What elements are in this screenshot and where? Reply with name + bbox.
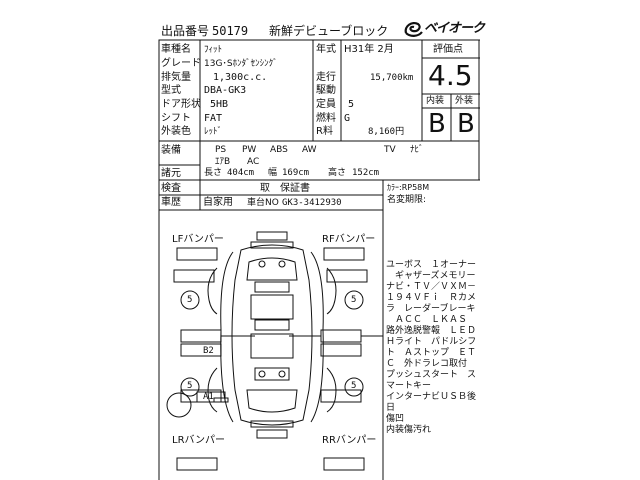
equip-abs: ABS xyxy=(270,145,288,155)
height-value: 152cm xyxy=(352,168,380,178)
tire-rf-circle xyxy=(345,291,363,309)
spec-value-displacement: 1,300c.c. xyxy=(213,72,268,83)
car-damage-diagram xyxy=(159,210,383,480)
width-value: 169cm xyxy=(282,168,310,178)
fuel-value: G xyxy=(344,113,351,124)
height-label: 高さ xyxy=(328,168,347,178)
equip-ps: PS xyxy=(215,145,227,155)
equip-ac: AC xyxy=(247,157,260,167)
tire-lr-circle xyxy=(181,378,199,396)
tax-value: 8,160円 xyxy=(368,127,405,137)
rating-score: 4.5 xyxy=(428,59,473,92)
fuel-label: 燃料 xyxy=(316,113,336,124)
logo-text: ベイオーク xyxy=(424,21,485,36)
lr-bumper-box xyxy=(177,458,217,470)
company-logo: ベイオーク xyxy=(402,18,485,40)
dimensions-label: 諸元 xyxy=(161,168,181,179)
rf-bumper-label: RFバンパー xyxy=(322,234,376,245)
chassis-label: 車台NO xyxy=(247,198,279,208)
history-value: 自家用 xyxy=(203,197,233,208)
interior-label: 内装 xyxy=(426,96,445,106)
mileage-value: 15,700km xyxy=(370,73,414,83)
spec-label-type: 型式 xyxy=(161,85,181,96)
chassis-value: GK3-3412930 xyxy=(282,198,342,208)
width-label: 幅 xyxy=(268,168,278,178)
tire-lf-circle xyxy=(181,291,199,309)
drive-label: 駆動 xyxy=(316,85,336,96)
spec-label-model: 車種名 xyxy=(161,44,191,55)
capacity-value: 5 xyxy=(348,99,355,110)
equip-airbag: ｴｱB xyxy=(215,157,231,167)
damage-circle-mark xyxy=(167,393,191,417)
damage-mark-b2: B2 xyxy=(203,346,214,356)
exterior-label: 外装 xyxy=(455,96,474,106)
length-value: 404cm xyxy=(227,168,255,178)
name-change-label: 名変期限: xyxy=(387,195,427,205)
length-label: 長さ xyxy=(204,168,223,178)
spec-label-grade: グレード xyxy=(161,58,201,69)
rf-bumper-box xyxy=(324,248,364,260)
lf-bumper-box xyxy=(177,248,217,260)
memo-notes: ユーボス １オーナー ギャザーズメモリー ナビ・ＴＶ／ＶＸＭ－ １９４ＶＦｉ Ｒ… xyxy=(386,260,477,435)
capacity-label: 定員 xyxy=(316,99,336,110)
lot-label: 出品番号 xyxy=(161,24,210,38)
equip-pw: PW xyxy=(242,145,257,155)
lr-bumper-label: LRバンパー xyxy=(172,435,226,446)
mileage-label: 走行 xyxy=(316,72,336,83)
inspection-label: 検査 xyxy=(161,183,181,194)
rr-bumper-box xyxy=(324,458,364,470)
spec-value-shift: FAT xyxy=(204,113,223,124)
year-label: 年式 xyxy=(316,44,336,55)
spec-value-color: ﾚｯﾄﾞ xyxy=(204,127,223,137)
year-value: H31年 2月 xyxy=(344,44,394,55)
spec-label-displacement: 排気量 xyxy=(161,72,191,83)
spec-label-shift: シフト xyxy=(161,113,191,124)
rr-bumper-label: RRバンパー xyxy=(322,435,377,446)
exterior-grade: B xyxy=(457,109,475,139)
spec-value-grade: 13G･Sﾎﾝﾀﾞｾﾝｼﾝｸﾞ xyxy=(204,59,278,69)
tire-rr-circle xyxy=(345,378,363,396)
equip-aw: AW xyxy=(302,145,317,155)
damage-mark-a1: A1 xyxy=(203,392,214,402)
rating-title: 評価点 xyxy=(433,44,463,55)
lot-number: 50179 xyxy=(212,24,249,38)
logo-swirl-icon xyxy=(402,18,424,40)
tire-rf-mark: 5 xyxy=(351,295,357,305)
history-label: 車歴 xyxy=(161,197,181,208)
spec-value-model: ﾌｨｯﾄ xyxy=(204,45,223,55)
tire-lr-mark: 5 xyxy=(187,381,193,391)
debut-text: 新鮮デビューブロック xyxy=(269,24,389,38)
tire-lf-mark: 5 xyxy=(187,295,193,305)
tire-rr-mark: 5 xyxy=(351,381,357,391)
equip-tv: TV xyxy=(384,145,396,155)
interior-grade: B xyxy=(428,109,446,139)
lf-bumper-label: LFバンパー xyxy=(172,234,224,245)
spec-value-type: DBA-GK3 xyxy=(204,85,247,96)
spec-label-color: 外装色 xyxy=(161,126,191,137)
inspection-value: 取 保証書 xyxy=(260,183,310,194)
tax-label: R料 xyxy=(316,126,333,137)
equip-navi: ﾅﾋﾞ xyxy=(410,145,424,155)
spec-value-doors: 5HB xyxy=(210,99,229,110)
spec-label-doors: ドア形状 xyxy=(161,99,201,110)
color-code: ｶﾗｰ:RP58M xyxy=(387,183,430,192)
equipment-label: 装備 xyxy=(161,145,181,156)
